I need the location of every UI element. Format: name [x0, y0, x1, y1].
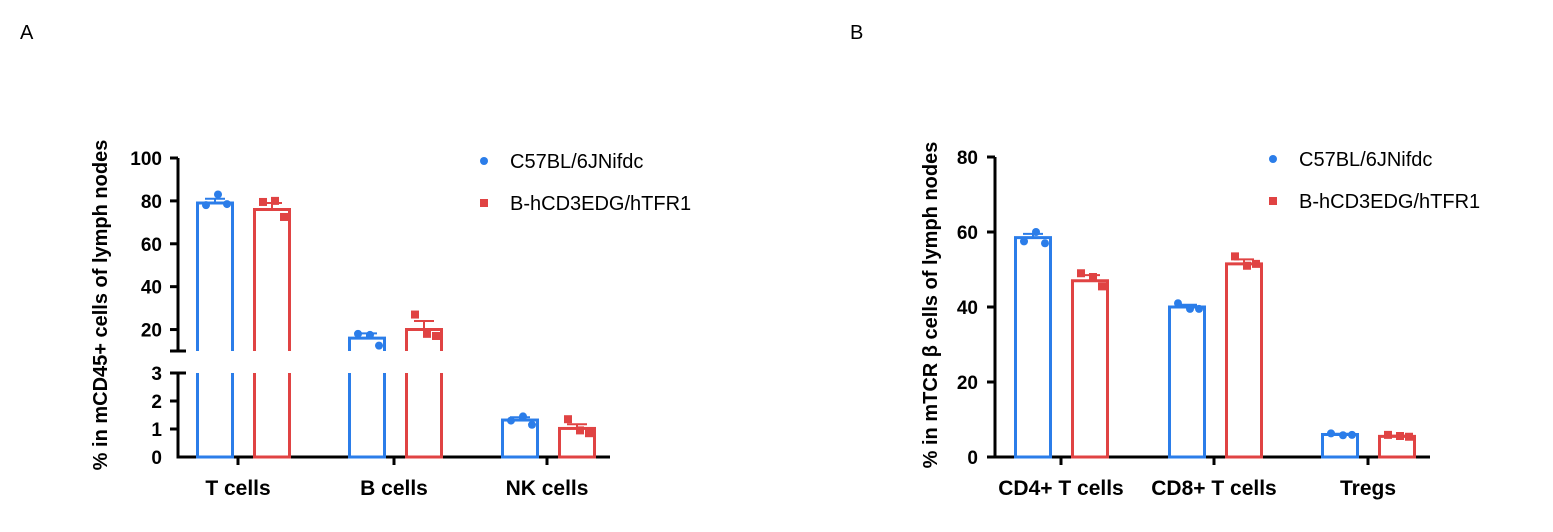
panel-b-bar-s2-c2: [1225, 262, 1263, 459]
panel-a-legend-marker-2: [480, 199, 488, 207]
panel-b-point-s2-c1-1: [1077, 269, 1085, 278]
panel-a-tick-label-20: 20: [141, 321, 162, 342]
panel-a-tick-label-40: 40: [141, 278, 162, 299]
panel-a-tick-label-80: 80: [141, 192, 162, 213]
panel-a-legend-marker-1: [480, 157, 488, 165]
panel-b-label: B: [850, 22, 863, 44]
panel-b-point-s1-c2-3: [1195, 304, 1203, 313]
panel-a-point-s2-c1-3: [280, 212, 288, 221]
panel-b-category-label-1: CD4+ T cells: [998, 477, 1123, 500]
panel-a-tick-label-2: 2: [151, 392, 162, 413]
panel-a-point-s2-c3-3: [585, 429, 593, 438]
panel-b-bars: [1014, 228, 1416, 459]
panel-b-point-s2-c3-2: [1396, 432, 1404, 440]
panel-b-point-s2-c3-3: [1405, 432, 1413, 441]
panel-b-bar-s1-c1: [1014, 236, 1052, 459]
panel-a-legend-label-1: C57BL/6JNifdc: [510, 151, 643, 173]
panel-b-tick-label-40: 40: [957, 298, 978, 319]
panel-a-category-label-2: B cells: [360, 477, 428, 500]
panel-a-bar-s2-c1: [253, 207, 291, 459]
panel-b-legend-marker-1: [1269, 155, 1277, 163]
panel-b-bar-s2-c1: [1071, 279, 1109, 459]
panel-a-point-s2-c2-1: [411, 310, 419, 319]
panel-a-category-label-3: NK cells: [506, 477, 589, 500]
panel-b-point-s2-c1-3: [1098, 282, 1106, 291]
panel-b-tick-label-60: 60: [957, 223, 978, 244]
panel-b-point-s1-c2-2: [1186, 304, 1194, 313]
panel-b-tick-label-80: 80: [957, 148, 978, 169]
panel-a-tick-labels: 0 1 2 3 20 40 60 80 100: [130, 149, 178, 469]
panel-b-legend-marker-2: [1269, 197, 1277, 205]
panel-a-point-s1-c2-1: [354, 329, 362, 338]
panel-a-bar-s2-c1-upper: [253, 207, 291, 351]
panel-a-point-s2-c2-2: [423, 329, 431, 338]
panel-a-point-s2-c1-1: [259, 197, 267, 206]
panel-b-point-s1-c3-2: [1339, 431, 1347, 440]
panel-a-bar-s2-c2-lower: [405, 373, 443, 459]
panel-a-point-s2-c1-2: [271, 196, 279, 205]
panel-a-category-labels: T cells B cells NK cells: [205, 457, 588, 500]
panel-b-bar-s1-c2: [1168, 305, 1206, 459]
panel-a-label: A: [20, 22, 34, 44]
panel-a-point-s1-c3-3: [528, 420, 536, 429]
panel-a-legend-label-2: B-hCD3EDG/hTFR1: [510, 193, 691, 215]
panel-a: A % in mCD45+ cells of lymph nodes 0 1 2 3 2…: [20, 22, 691, 500]
panel-a-tick-label-100: 100: [130, 149, 162, 170]
panel-b-category-label-3: Tregs: [1340, 477, 1396, 500]
panel-b-point-s1-c2-1: [1174, 299, 1182, 308]
panel-b-tick-labels: 0 20 40 60 80: [957, 148, 995, 469]
panel-b-tick-label-20: 20: [957, 373, 978, 394]
panel-b-point-s1-c3-3: [1348, 430, 1356, 439]
panel-b-point-s1-c1-1: [1020, 237, 1028, 246]
panel-b-legend-label-1: C57BL/6JNifdc: [1299, 149, 1432, 171]
panel-a-bar-s2-c1-lower: [253, 373, 291, 459]
panel-a-point-s1-c1-3: [223, 200, 231, 209]
panel-a-y-axis-label: % in mCD45+ cells of lymph nodes: [90, 140, 112, 471]
panel-b-point-s2-c1-2: [1089, 273, 1097, 281]
panel-b-point-s2-c2-2: [1243, 261, 1251, 270]
panel-a-bar-s1-c1-upper: [196, 201, 234, 351]
panel-a-bar-s1-c2-lower: [348, 373, 386, 459]
panel-a-tick-label-3: 3: [151, 364, 162, 385]
panel-b-point-s1-c3-1: [1327, 429, 1335, 438]
panel-a-point-s1-c3-1: [507, 416, 515, 425]
panel-b-category-label-2: CD8+ T cells: [1151, 477, 1276, 500]
panel-b: B % in mTCR β cells of lymph nodes 0 20 40…: [850, 22, 1480, 500]
panel-a-tick-label-60: 60: [141, 235, 162, 256]
panel-a-point-s1-c1-1: [202, 201, 210, 210]
panel-a-point-s2-c2-3: [432, 331, 440, 340]
panel-b-legend-label-2: B-hCD3EDG/hTFR1: [1299, 191, 1480, 213]
panel-a-point-s1-c2-3: [375, 341, 383, 350]
panel-a-point-s2-c3-1: [564, 415, 572, 424]
panel-a-bar-s1-c1: [196, 201, 234, 459]
panel-a-tick-label-1: 1: [151, 420, 162, 441]
panel-a-category-label-1: T cells: [205, 477, 270, 500]
panel-b-point-s1-c1-2: [1032, 228, 1040, 236]
panel-b-point-s2-c3-1: [1384, 430, 1392, 439]
panel-a-bar-s1-c2: [348, 336, 386, 459]
panel-a-bars: [196, 190, 596, 459]
panel-a-bar-s1-c1-lower: [196, 373, 234, 459]
panel-b-tick-label-0: 0: [967, 448, 978, 469]
panel-b-category-labels: CD4+ T cells CD8+ T cells Tregs: [998, 457, 1396, 500]
panel-a-point-s2-c3-2: [576, 426, 584, 435]
panel-a-bar-s2-c2: [405, 328, 443, 459]
panel-a-point-s1-c2-2: [366, 330, 374, 339]
panel-b-point-s2-c2-3: [1252, 259, 1260, 268]
panel-b-y-axis-label: % in mTCR β cells of lymph nodes: [920, 142, 942, 469]
panel-b-point-s1-c1-3: [1041, 239, 1049, 248]
panel-a-tick-label-0: 0: [151, 448, 162, 469]
panel-a-point-s1-c1-2: [214, 190, 222, 199]
panel-a-bar-s2-c2-upper: [405, 328, 443, 351]
panel-a-point-s1-c3-2: [519, 412, 527, 421]
panel-b-point-s2-c2-1: [1231, 252, 1239, 261]
